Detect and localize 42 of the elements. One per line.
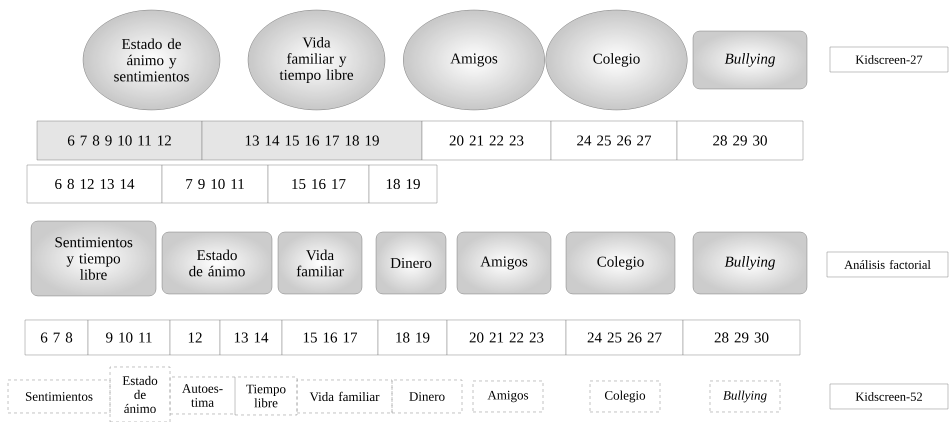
dashed-box: Estado de ánimo bbox=[110, 366, 170, 422]
table-cell: 7 9 10 11 bbox=[162, 164, 268, 204]
table-cell: 24 25 26 27 bbox=[550, 120, 678, 160]
table-cell: 12 bbox=[170, 320, 220, 356]
table-cell: 6 8 12 13 14 bbox=[26, 164, 162, 204]
rounded-box: Vida familiar bbox=[278, 232, 362, 294]
table-cell: 20 21 22 23 bbox=[446, 320, 566, 356]
table-cell: 6 7 8 bbox=[24, 320, 88, 356]
dashed-box: Bullying bbox=[710, 380, 780, 412]
rounded-box: Amigos bbox=[456, 232, 552, 294]
table-cell: 13 14 bbox=[220, 320, 282, 356]
rounded-box: Bullying bbox=[692, 30, 808, 90]
table-cell: 6 7 8 9 10 11 12 bbox=[36, 120, 202, 160]
dashed-box: Amigos bbox=[472, 380, 544, 412]
rounded-box: Bullying bbox=[692, 232, 808, 294]
dashed-box: Autoes- tima bbox=[170, 376, 236, 414]
table-cell: 18 19 bbox=[368, 164, 438, 204]
dashed-box: Tiempo libre bbox=[234, 376, 298, 416]
oval-node: Colegio bbox=[546, 10, 688, 110]
table-cell: 28 29 30 bbox=[682, 320, 800, 356]
table-cell: 20 21 22 23 bbox=[422, 120, 552, 160]
table-cell: 18 19 bbox=[378, 320, 448, 356]
table-cell: 28 29 30 bbox=[676, 120, 804, 160]
table-cell: 15 16 17 bbox=[268, 164, 370, 204]
dashed-box: Sentimientos bbox=[8, 380, 110, 414]
table-cell: 9 10 11 bbox=[88, 320, 170, 356]
oval-node: Vida familiar y tiempo libre bbox=[248, 10, 386, 110]
dashed-box: Dinero bbox=[392, 380, 462, 414]
table-cell: 13 14 15 16 17 18 19 bbox=[202, 120, 422, 160]
dashed-box: Vida familiar bbox=[296, 380, 392, 414]
rounded-box: Dinero bbox=[376, 232, 446, 294]
oval-node: Amigos bbox=[403, 10, 545, 110]
oval-node: Estado de ánimo y sentimientos bbox=[82, 10, 220, 110]
rounded-box: Sentimientos y tiempo libre bbox=[30, 220, 156, 296]
rounded-box: Estado de ánimo bbox=[162, 232, 272, 294]
dashed-box: Colegio bbox=[590, 380, 660, 412]
label-box: Análisis factorial bbox=[826, 252, 948, 278]
label-box: Kidscreen-27 bbox=[830, 46, 948, 72]
table-cell: 24 25 26 27 bbox=[566, 320, 684, 356]
table-cell: 15 16 17 bbox=[282, 320, 378, 356]
label-box: Kidscreen-52 bbox=[830, 384, 948, 410]
rounded-box: Colegio bbox=[566, 232, 676, 294]
